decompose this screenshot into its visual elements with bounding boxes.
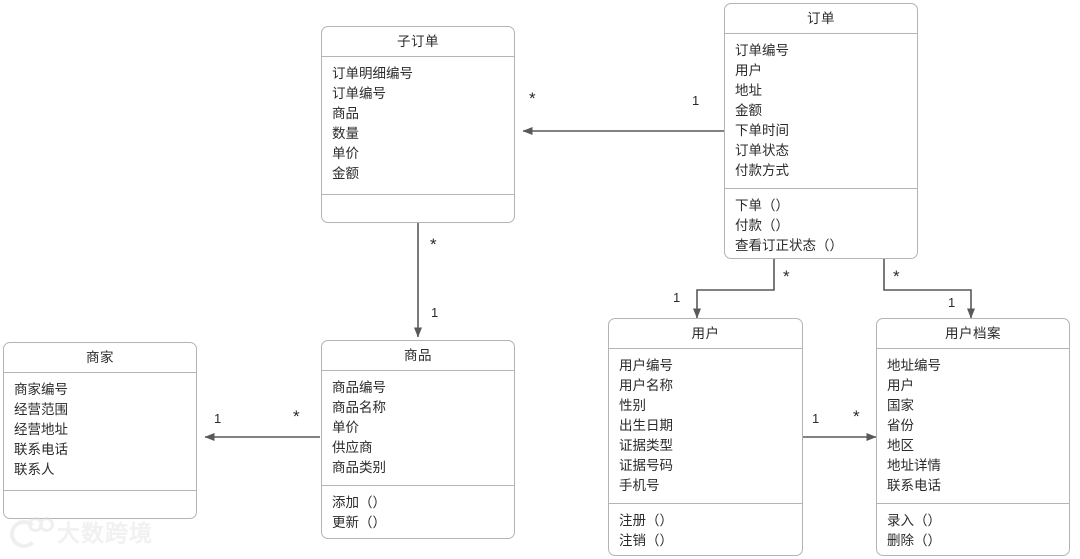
attribute-row: 性别 [619,398,646,413]
class-title-sub-order: 子订单 [322,27,514,57]
class-title-merchant: 商家 [4,343,196,373]
attribute-row: 出生日期 [619,418,673,433]
attribute-row: 联系电话 [887,478,941,493]
multiplicity-order-profile-one: 1 [948,295,956,310]
attribute-row: 用户名称 [619,378,673,393]
attribute-row: 地址编号 [887,358,941,373]
attribute-row: 供应商 [332,440,373,455]
attribute-row: 国家 [887,398,914,413]
class-attributes-product: 商品编号 商品名称 单价 供应商 商品类别 [322,371,514,485]
multiplicity-order-user-star: * [783,267,790,286]
class-operations-sub-order [322,194,514,222]
class-box-merchant[interactable]: 商家 商家编号 经营范围 经营地址 联系电话 联系人 [3,342,197,519]
multiplicity-product-merchant-star: * [293,407,300,426]
operation-row: 查看订正状态（） [735,238,843,253]
operation-row: 删除（） [887,533,941,548]
attribute-row: 商品 [332,106,359,121]
watermark-logo-icon [10,516,54,548]
multiplicity-user-profile-one: 1 [812,411,820,426]
multiplicity-user-profile-star: * [853,407,860,426]
attribute-row: 单价 [332,420,359,435]
class-operations-user-profile: 录入（） 删除（） [877,503,1069,558]
class-operations-order: 下单（） 付款（） 查看订正状态（） [725,188,917,263]
attribute-row: 数量 [332,126,359,141]
multiplicity-order-sub-order-star: * [529,89,536,108]
attribute-row: 证据号码 [619,458,673,473]
attribute-row: 订单编号 [735,43,789,58]
attribute-row: 用户编号 [619,358,673,373]
attribute-row: 地址详情 [887,458,941,473]
multiplicity-sub-order-product-one: 1 [431,305,439,320]
attribute-row: 省份 [887,418,914,433]
operation-row: 录入（） [887,513,941,528]
attribute-row: 证据类型 [619,438,673,453]
attribute-row: 订单明细编号 [332,66,413,81]
attribute-row: 联系电话 [14,442,68,457]
class-attributes-user: 用户编号 用户名称 性别 出生日期 证据类型 证据号码 手机号 [609,349,802,503]
operation-row: 下单（） [735,198,789,213]
class-attributes-sub-order: 订单明细编号 订单编号 商品 数量 单价 金额 [322,57,514,194]
attribute-row: 金额 [332,166,359,181]
class-box-user-profile[interactable]: 用户档案 地址编号 用户 国家 省份 地区 地址详情 联系电话 录入（） 删除（… [876,318,1070,556]
edge-order-to-user [693,259,775,319]
operation-row: 添加（） [332,495,386,510]
attribute-row: 用户 [735,63,762,78]
attribute-row: 商家编号 [14,382,68,397]
multiplicity-product-merchant-one: 1 [214,411,222,426]
operation-row: 注册（） [619,513,673,528]
multiplicity-order-profile-star: * [893,267,900,286]
attribute-row: 下单时间 [735,123,789,138]
class-attributes-order: 订单编号 用户 地址 金额 下单时间 订单状态 付款方式 [725,34,917,188]
attribute-row: 经营地址 [14,422,68,437]
attribute-row: 地区 [887,438,914,453]
class-operations-product: 添加（） 更新（） [322,485,514,540]
class-title-user: 用户 [609,319,802,349]
attribute-row: 手机号 [619,478,660,493]
attribute-row: 地址 [735,83,762,98]
operation-row: 付款（） [735,218,789,233]
attribute-row: 经营范围 [14,402,68,417]
attribute-row: 订单状态 [735,143,789,158]
class-attributes-user-profile: 地址编号 用户 国家 省份 地区 地址详情 联系电话 [877,349,1069,503]
operation-row: 注销（） [619,533,673,548]
multiplicity-order-sub-order-one: 1 [692,93,700,108]
operation-row: 更新（） [332,515,386,530]
attribute-row: 联系人 [14,462,55,477]
attribute-row: 单价 [332,146,359,161]
attribute-row: 商品编号 [332,380,386,395]
class-box-sub-order[interactable]: 子订单 订单明细编号 订单编号 商品 数量 单价 金额 [321,26,515,223]
attribute-row: 付款方式 [735,163,789,178]
attribute-row: 订单编号 [332,86,386,101]
watermark-text: 大数跨境 [57,521,153,547]
class-attributes-merchant: 商家编号 经营范围 经营地址 联系电话 联系人 [4,373,196,490]
class-title-user-profile: 用户档案 [877,319,1069,349]
attribute-row: 商品名称 [332,400,386,415]
class-operations-user: 注册（） 注销（） [609,503,802,558]
class-box-order[interactable]: 订单 订单编号 用户 地址 金额 下单时间 订单状态 付款方式 下单（） 付款（… [724,3,918,259]
class-operations-merchant [4,490,196,518]
attribute-row: 用户 [887,378,914,393]
attribute-row: 金额 [735,103,762,118]
attribute-row: 商品类别 [332,460,386,475]
class-title-order: 订单 [725,4,917,34]
multiplicity-order-user-one: 1 [673,290,681,305]
multiplicity-sub-order-product-star: * [430,235,437,254]
class-box-user[interactable]: 用户 用户编号 用户名称 性别 出生日期 证据类型 证据号码 手机号 注册（） … [608,318,803,556]
class-box-product[interactable]: 商品 商品编号 商品名称 单价 供应商 商品类别 添加（） 更新（） [321,340,515,539]
class-title-product: 商品 [322,341,514,371]
